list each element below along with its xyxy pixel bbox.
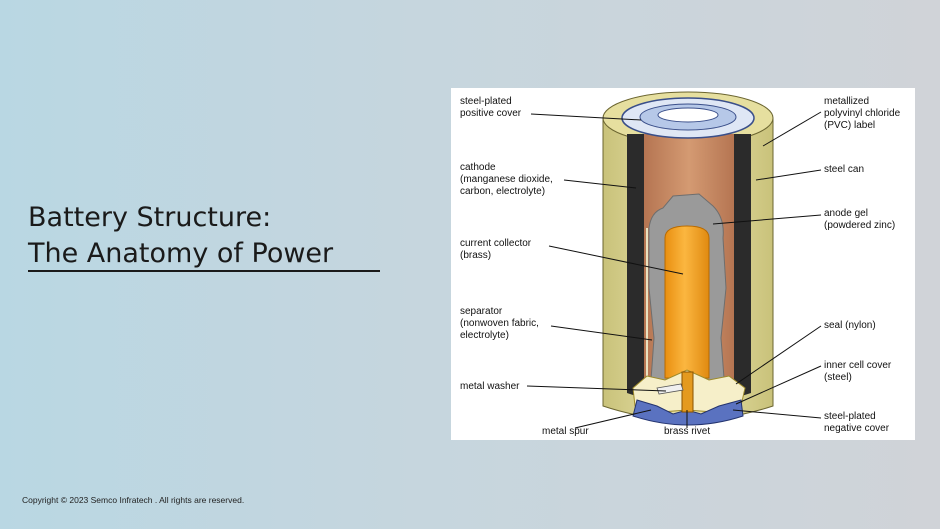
label-current-collector: current collector (brass) xyxy=(460,238,532,261)
slide-title: Battery Structure: The Anatomy of Power xyxy=(28,200,333,272)
label-brass-rivet: brass rivet xyxy=(664,426,711,437)
leader-lines xyxy=(526,111,822,429)
label-steel-plated-negative-cover: steel-plated negative cover xyxy=(824,411,890,434)
label-metal-spur: metal spur xyxy=(542,426,589,437)
battery-diagram: steel-plated positive cover cathode (man… xyxy=(451,88,915,440)
label-steel-can: steel can xyxy=(824,164,865,175)
label-cathode: cathode (manganese dioxide, carbon, elec… xyxy=(460,162,553,197)
label-seal: seal (nylon) xyxy=(824,320,876,331)
slide-title-line-1: Battery Structure: xyxy=(28,202,272,233)
battery-cutaway-illustration xyxy=(526,91,822,429)
copyright-footer: Copyright © 2023 Semco Infratech . All r… xyxy=(22,495,245,505)
label-inner-cell-cover: inner cell cover (steel) xyxy=(824,360,892,383)
slide-title-line-2: The Anatomy of Power xyxy=(28,238,334,269)
metal-washer xyxy=(656,383,684,395)
label-separator: separator (nonwoven fabric, electrolyte) xyxy=(460,306,539,341)
current-collector xyxy=(664,225,710,379)
positive-cover-cap xyxy=(657,107,719,123)
brass-rivet xyxy=(681,371,694,413)
label-anode-gel: anode gel (powdered zinc) xyxy=(824,208,896,231)
label-pvc-label: metallized polyvinyl chloride (PVC) labe… xyxy=(824,96,901,131)
label-metal-washer: metal washer xyxy=(460,381,520,392)
label-steel-plated-positive-cover: steel-plated positive cover xyxy=(460,96,522,119)
title-underline xyxy=(28,270,380,272)
